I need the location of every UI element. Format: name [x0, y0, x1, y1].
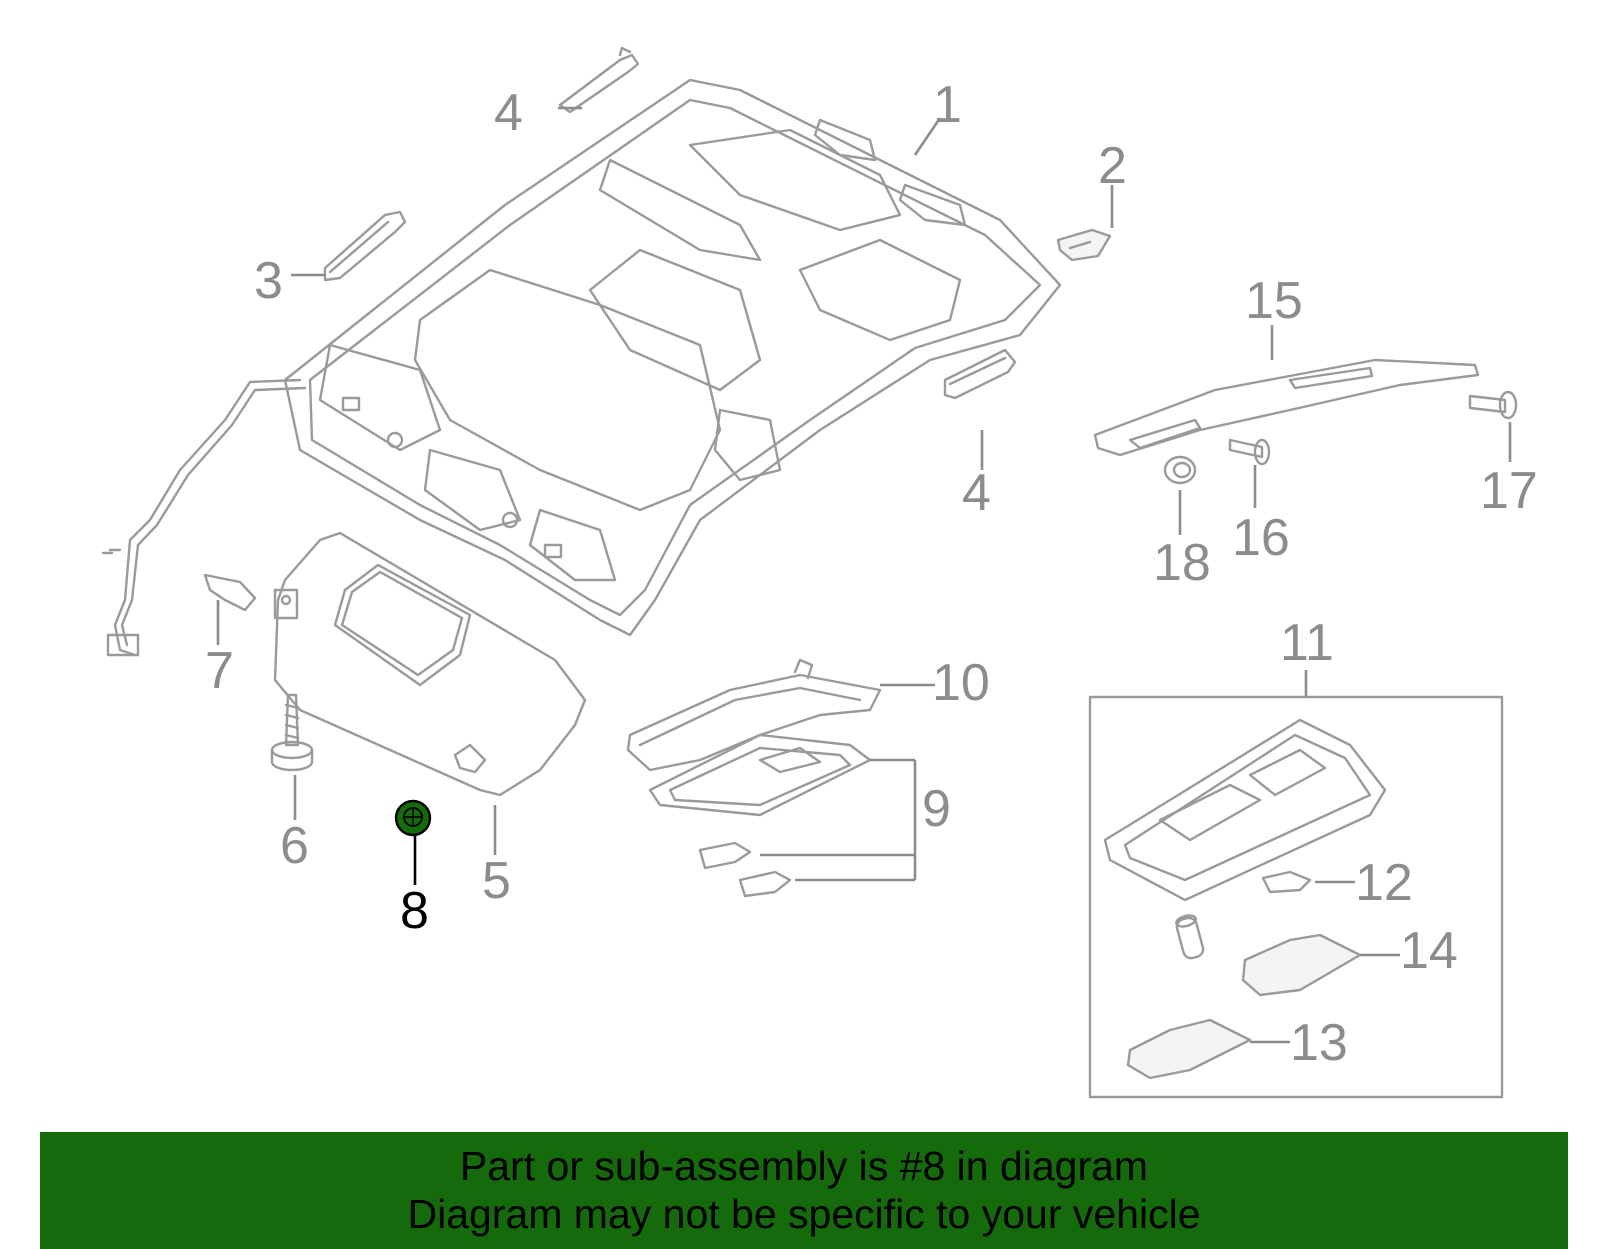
callout-3: 3	[254, 252, 283, 310]
callout-18: 18	[1153, 534, 1211, 592]
pin-part-16[interactable]	[1228, 438, 1271, 466]
clip-part-4-right[interactable]	[943, 348, 1017, 400]
callout-labels: 1 2 3 4 4 5 6 7 8 9 10 11 12 13 14 15 16…	[205, 76, 1538, 1072]
bracket-part-10[interactable]	[626, 658, 882, 772]
console-part-9[interactable]	[648, 733, 872, 898]
callout-17: 17	[1480, 462, 1538, 520]
info-banner: Part or sub-assembly is #8 in diagram Di…	[40, 1132, 1568, 1249]
callout-2: 2	[1098, 137, 1127, 195]
callout-13: 13	[1290, 1014, 1348, 1072]
callout-14: 14	[1400, 922, 1458, 980]
callout-6: 6	[280, 817, 309, 875]
callout-5: 5	[482, 852, 511, 910]
pin-part-17[interactable]	[1468, 390, 1518, 420]
sun-visor-part-5[interactable]	[273, 531, 587, 797]
callout-10: 10	[932, 654, 990, 712]
banner-line-1: Part or sub-assembly is #8 in diagram	[459, 1143, 1149, 1189]
callout-16: 16	[1232, 509, 1290, 567]
callout-4-top: 4	[494, 84, 523, 142]
leader-lines	[216, 106, 1512, 1044]
holder-part-7[interactable]	[203, 573, 257, 612]
screw-part-6[interactable]	[270, 693, 314, 772]
bulb[interactable]	[1175, 914, 1205, 960]
headliner-part-1[interactable]	[101, 78, 1062, 657]
callout-8: 8	[400, 882, 429, 940]
callout-4-right: 4	[962, 464, 991, 522]
callout-9: 9	[922, 780, 951, 838]
callout-11: 11	[1280, 614, 1334, 672]
clip-part-2[interactable]	[1056, 228, 1112, 262]
lens-part-12[interactable]	[1261, 870, 1312, 894]
trim-part-15[interactable]	[1093, 358, 1480, 457]
overhead-console-part-11[interactable]	[1088, 695, 1504, 1099]
nut-part-18[interactable]	[1163, 455, 1197, 485]
clip-part-4-top[interactable]	[558, 46, 640, 114]
callout-7: 7	[205, 642, 234, 700]
clip-part-8-highlighted[interactable]	[394, 799, 432, 837]
callout-12: 12	[1355, 854, 1413, 912]
lens-part-13[interactable]	[1126, 1018, 1252, 1080]
lens-part-14[interactable]	[1241, 933, 1362, 997]
callout-15: 15	[1245, 272, 1303, 330]
banner-line-2: Diagram may not be specific to your vehi…	[407, 1191, 1201, 1237]
callout-1: 1	[933, 76, 962, 134]
grab-handle-part-3[interactable]	[323, 210, 407, 282]
